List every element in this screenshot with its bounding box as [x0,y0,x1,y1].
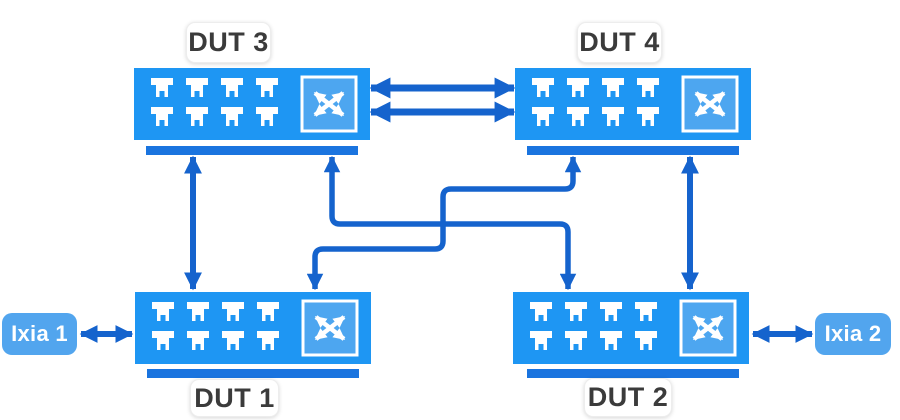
ixia1-label: Ixia 1 [11,321,68,346]
dut3-label-box: DUT 3 [186,22,271,63]
dut4-label: DUT 4 [579,27,660,57]
dut3-switch-body [134,68,370,140]
switch-fabric-icon [681,301,735,355]
dut1-label: DUT 1 [194,382,275,413]
dut2-base-bar [527,369,739,378]
switch-fabric-icon [683,77,737,131]
switch-fabric-icon [303,301,357,355]
link-dut4-dut1-arrow [306,155,582,291]
dut3-label: DUT 3 [188,27,269,57]
dut4-base-bar [527,146,739,155]
ixia2-box: Ixia 2 [815,313,891,355]
link-dut3-dut2-arrow [323,155,577,291]
switch-fabric-icon [302,77,356,131]
ixia2-label: Ixia 2 [824,321,882,346]
dut4-switch-body [515,68,751,140]
dut1-switch-body [135,292,371,364]
dut4-label-box: DUT 4 [577,22,662,63]
dut2-label-box: DUT 2 [584,378,672,417]
dut3-base-bar [146,146,358,155]
dut1-base-bar [147,369,359,378]
dut1-label-box: DUT 1 [190,379,279,417]
dut2-label: DUT 2 [587,382,669,412]
ixia1-box: Ixia 1 [2,313,77,355]
dut2-switch-body [513,292,749,364]
